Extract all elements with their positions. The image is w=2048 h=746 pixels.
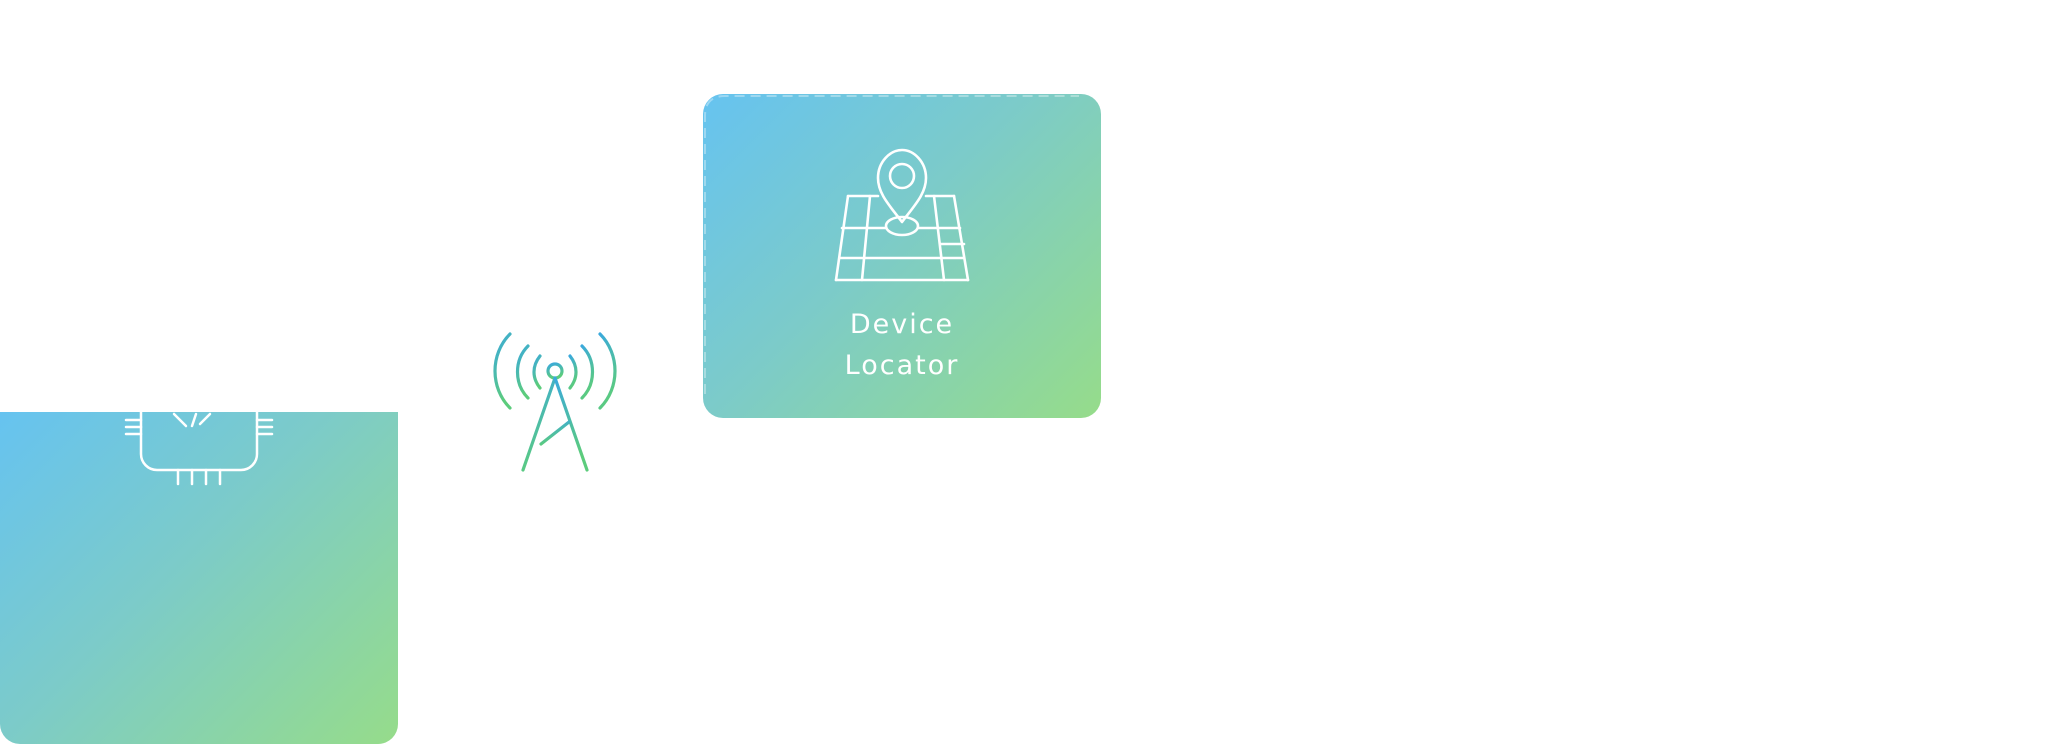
device-locator-label-line-1: Device: [849, 309, 955, 340]
device-locator-label: Device Locator: [703, 304, 1101, 386]
chip-card: [0, 412, 398, 744]
chip-icon: [124, 412, 274, 486]
device-locator-label-line-2: Locator: [844, 350, 960, 381]
device-locator-card: [703, 94, 1101, 418]
cell-tower-icon: [493, 332, 617, 472]
map-pin-icon: [834, 148, 970, 282]
